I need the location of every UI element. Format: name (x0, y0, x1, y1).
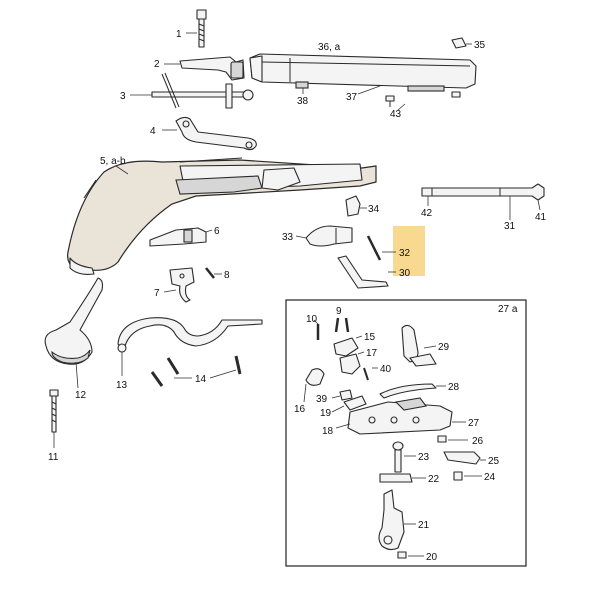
label-part-19: 19 (320, 408, 332, 419)
label-part-41: 41 (535, 212, 547, 223)
part-8 (205, 267, 222, 279)
label-part-16: 16 (294, 404, 306, 415)
part-6 (149, 227, 213, 247)
highlight-box (393, 226, 425, 276)
part-32-pin (366, 235, 396, 261)
part-7-trigger (163, 267, 195, 303)
label-part-15: 15 (364, 332, 376, 343)
label-part-14: 14 (195, 374, 207, 385)
label-part-31: 31 (504, 221, 516, 232)
part-25 (443, 451, 486, 465)
label-part-20: 20 (426, 552, 438, 563)
part-40 (363, 367, 378, 381)
label-part-29: 29 (438, 342, 450, 353)
label-part-24: 24 (484, 472, 496, 483)
part-27-lockplate (335, 397, 466, 435)
label-part-37: 37 (346, 92, 358, 103)
label-part-38: 38 (297, 96, 309, 107)
label-part-23: 23 (418, 452, 430, 463)
part-3 (130, 72, 254, 109)
label-part-40: 40 (380, 364, 392, 375)
label-part-13: 13 (116, 380, 128, 391)
label-part-8: 8 (224, 270, 230, 281)
label-part-22: 22 (428, 474, 440, 485)
label-part-21: 21 (418, 520, 430, 531)
part-13-triggerguard (117, 317, 263, 376)
part-20 (397, 551, 424, 559)
label-part-42: 42 (421, 208, 433, 219)
part-30-spring (337, 255, 396, 289)
part-19 (331, 395, 367, 413)
part-34 (345, 195, 367, 217)
part-43 (385, 91, 461, 111)
label-part-12: 12 (75, 390, 87, 401)
part-35 (451, 37, 472, 49)
part-28 (379, 383, 446, 399)
part-ramrod (421, 183, 545, 220)
label-part-39: 39 (316, 394, 328, 405)
label-part-32: 32 (399, 248, 411, 259)
part-22 (379, 473, 426, 483)
label-part-3: 3 (120, 91, 126, 102)
part-21 (378, 489, 416, 551)
label-part-36: 36, a (318, 42, 341, 53)
part-1-screw (186, 9, 207, 48)
label-part-33: 33 (282, 232, 294, 243)
part-24 (453, 471, 482, 481)
part-33 (295, 225, 353, 247)
label-part-9: 9 (336, 306, 342, 317)
part-5-stock (67, 157, 377, 275)
label-part-5: 5, a-b (100, 156, 126, 167)
part-11-screw (49, 389, 59, 448)
label-part-10: 10 (306, 314, 318, 325)
part-4 (162, 116, 257, 151)
part-39 (331, 389, 353, 401)
label-part-6: 6 (214, 226, 220, 237)
part-26 (437, 435, 468, 443)
label-inset-27a: 27 a (498, 304, 518, 315)
part-16 (303, 368, 325, 403)
label-part-35: 35 (474, 40, 486, 51)
label-part-34: 34 (368, 204, 380, 215)
label-part-1: 1 (176, 29, 182, 40)
part-36-barrel (249, 53, 477, 95)
label-part-43: 43 (390, 109, 402, 120)
label-part-7: 7 (154, 288, 160, 299)
label-part-18: 18 (322, 426, 334, 437)
part-12-buttcap (44, 277, 104, 389)
label-part-27: 27 (468, 418, 480, 429)
part-29 (401, 324, 437, 367)
label-part-4: 4 (150, 126, 156, 137)
label-part-2: 2 (154, 59, 160, 70)
part-23 (392, 441, 416, 473)
part-10 (313, 319, 320, 340)
label-part-30: 30 (399, 268, 411, 279)
label-part-11: 11 (48, 452, 59, 463)
label-part-25: 25 (488, 456, 500, 467)
part-17 (339, 351, 365, 375)
inset-frame (285, 299, 527, 567)
part-15 (333, 335, 363, 357)
label-part-28: 28 (448, 382, 460, 393)
label-part-26: 26 (472, 436, 484, 447)
part-9 (334, 317, 350, 333)
part-2 (164, 56, 245, 81)
part-14-screws (150, 355, 242, 387)
label-part-17: 17 (366, 348, 378, 359)
